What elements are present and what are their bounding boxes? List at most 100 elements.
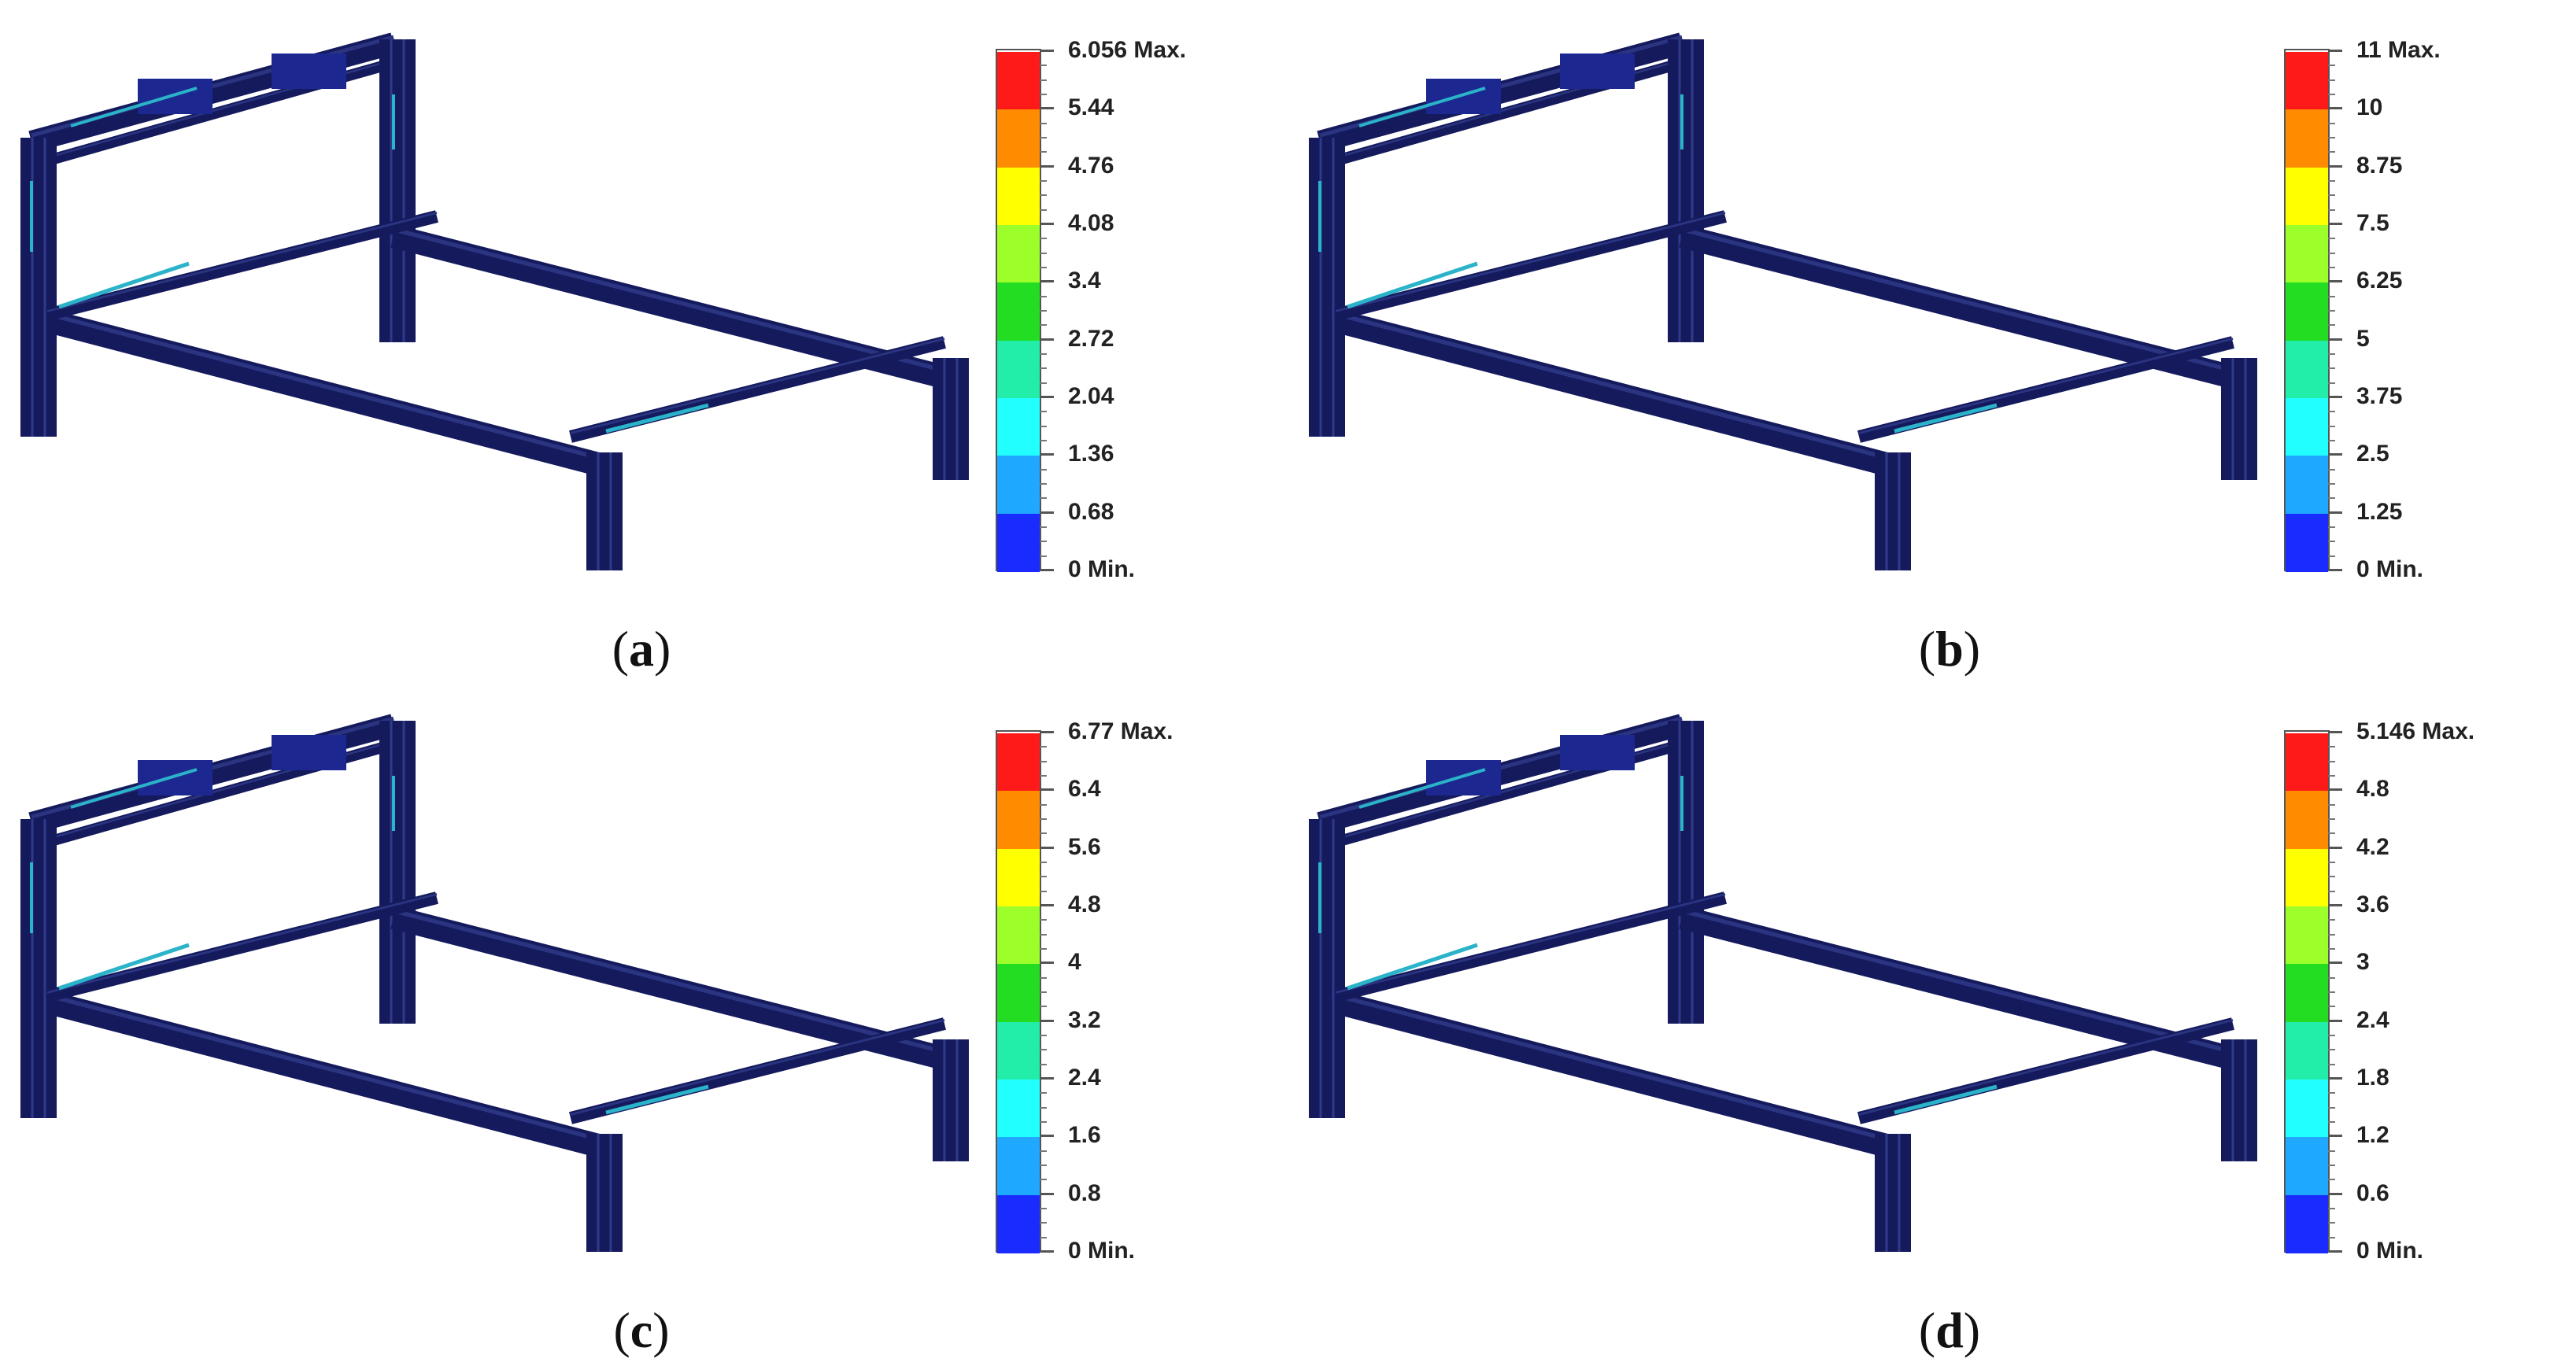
- legend-minor-tick: [1040, 919, 1047, 921]
- side-rail-left: [1340, 992, 1890, 1157]
- legend-minor-tick: [1040, 555, 1047, 557]
- legend-label: 0.8: [1068, 1179, 1101, 1206]
- legend-swatch: [2286, 52, 2328, 110]
- stress-zone-headboard: [1358, 87, 1486, 127]
- legend-minor-tick: [1040, 151, 1047, 153]
- legend-tick: [1040, 1077, 1054, 1080]
- legend-label: 1.6: [1068, 1122, 1101, 1149]
- legend-tick: [1040, 223, 1054, 225]
- headboard-post-right: [379, 39, 416, 342]
- legend-minor-tick: [1040, 267, 1047, 268]
- legend-minor-tick: [2328, 295, 2335, 297]
- legend-color-bar: [2284, 730, 2330, 1253]
- legend-tick: [1040, 511, 1054, 514]
- legend-tick: [2328, 1019, 2342, 1022]
- headboard-block-right: [272, 735, 346, 770]
- legend-label: 3.4: [1068, 268, 1101, 294]
- legend-tick: [1040, 338, 1054, 341]
- legend-label: 3: [2356, 949, 2370, 976]
- legend-tick: [2328, 453, 2342, 456]
- legend-minor-tick: [1040, 382, 1047, 384]
- cross-rail-head: [1334, 210, 1727, 321]
- legend-minor-tick: [1040, 497, 1047, 500]
- legend-minor-tick: [1040, 94, 1047, 95]
- bed-frame-model: [20, 714, 969, 1252]
- legend-tick: [1040, 569, 1054, 571]
- bed-frame-model: [20, 32, 969, 570]
- legend-label: 2.5: [2356, 441, 2389, 467]
- legend-color-bar: [996, 730, 1041, 1253]
- legend-minor-tick: [2328, 79, 2335, 81]
- legend-minor-tick: [2328, 194, 2335, 197]
- legend-swatch: [997, 848, 1040, 907]
- legend-label: 5.6: [1068, 833, 1101, 860]
- legend-minor-tick: [1040, 440, 1047, 441]
- legend-minor-tick: [1040, 252, 1047, 254]
- foot-post-right: [2221, 358, 2257, 480]
- legend-minor-tick: [1040, 832, 1047, 835]
- legend-swatch: [2286, 167, 2328, 226]
- foot-post-right: [933, 358, 969, 480]
- legend-label: 4.2: [2356, 833, 2389, 860]
- stress-zone-foot-rail: [1894, 403, 1998, 434]
- panel-caption-letter: c: [630, 1302, 653, 1358]
- cross-rail-head: [1334, 891, 1727, 1002]
- legend-minor-tick: [2328, 919, 2335, 921]
- foot-post-right: [933, 1039, 969, 1161]
- legend-minor-tick: [1040, 746, 1047, 748]
- legend-label: 5.44: [1068, 94, 1114, 121]
- legend-minor-tick: [2328, 818, 2335, 820]
- legend-tick: [1040, 280, 1054, 283]
- foot-post-right: [2221, 1039, 2257, 1161]
- legend-swatch: [997, 964, 1040, 1023]
- legend-tick: [2328, 280, 2342, 283]
- legend-tick: [1040, 846, 1054, 849]
- legend-minor-tick: [2328, 1150, 2335, 1152]
- bed-frame-model: [1309, 32, 2257, 570]
- legend-tick: [2328, 396, 2342, 398]
- stress-zone-foot-rail: [605, 1084, 709, 1115]
- legend-minor-tick: [1040, 948, 1047, 950]
- side-rail-right: [390, 906, 944, 1069]
- legend-swatch: [2286, 456, 2328, 515]
- legend-minor-tick: [1040, 1092, 1047, 1094]
- legend-minor-tick: [1040, 194, 1047, 197]
- cross-rail-foot: [569, 1017, 946, 1124]
- legend-minor-tick: [1040, 79, 1047, 81]
- stress-zone-head-rail: [1347, 943, 1478, 991]
- legend-minor-tick: [1040, 760, 1047, 762]
- legend-swatch: [997, 282, 1040, 341]
- legend-label: 7.5: [2356, 210, 2389, 236]
- legend-tick: [1040, 1135, 1054, 1138]
- legend-minor-tick: [1040, 818, 1047, 820]
- headboard-post-right: [1668, 39, 1704, 342]
- legend-swatch: [2286, 791, 2328, 850]
- legend-swatch: [2286, 964, 2328, 1023]
- stress-zone-headboard: [1358, 768, 1486, 809]
- legend-label: 0 Min.: [2356, 1238, 2424, 1264]
- headboard-post-left: [1309, 819, 1345, 1118]
- legend-tick: [1040, 788, 1054, 792]
- legend-minor-tick: [2328, 948, 2335, 950]
- legend-minor-tick: [2328, 1236, 2335, 1238]
- legend-minor-tick: [1040, 1222, 1047, 1224]
- legend-minor-tick: [1040, 122, 1047, 124]
- legend-minor-tick: [1040, 1006, 1047, 1008]
- legend-label: 3.6: [2356, 891, 2389, 917]
- legend-minor-tick: [2328, 137, 2335, 138]
- legend-tick: [1040, 731, 1054, 733]
- legend-tick: [2328, 223, 2342, 225]
- stress-zone-headboard: [70, 87, 198, 127]
- legend-minor-tick: [1040, 862, 1047, 863]
- legend-minor-tick: [1040, 425, 1047, 427]
- legend-label: 4.08: [1068, 210, 1114, 236]
- legend-minor-tick: [1040, 65, 1047, 67]
- legend-swatch: [997, 225, 1040, 283]
- legend-tick: [2328, 569, 2342, 571]
- side-rail-right: [390, 224, 944, 388]
- legend-swatch: [997, 1021, 1040, 1080]
- stress-zone-headboard: [70, 768, 198, 809]
- headboard-post-left: [20, 819, 57, 1118]
- legend-label: 6.4: [1068, 776, 1101, 803]
- legend-minor-tick: [2328, 267, 2335, 268]
